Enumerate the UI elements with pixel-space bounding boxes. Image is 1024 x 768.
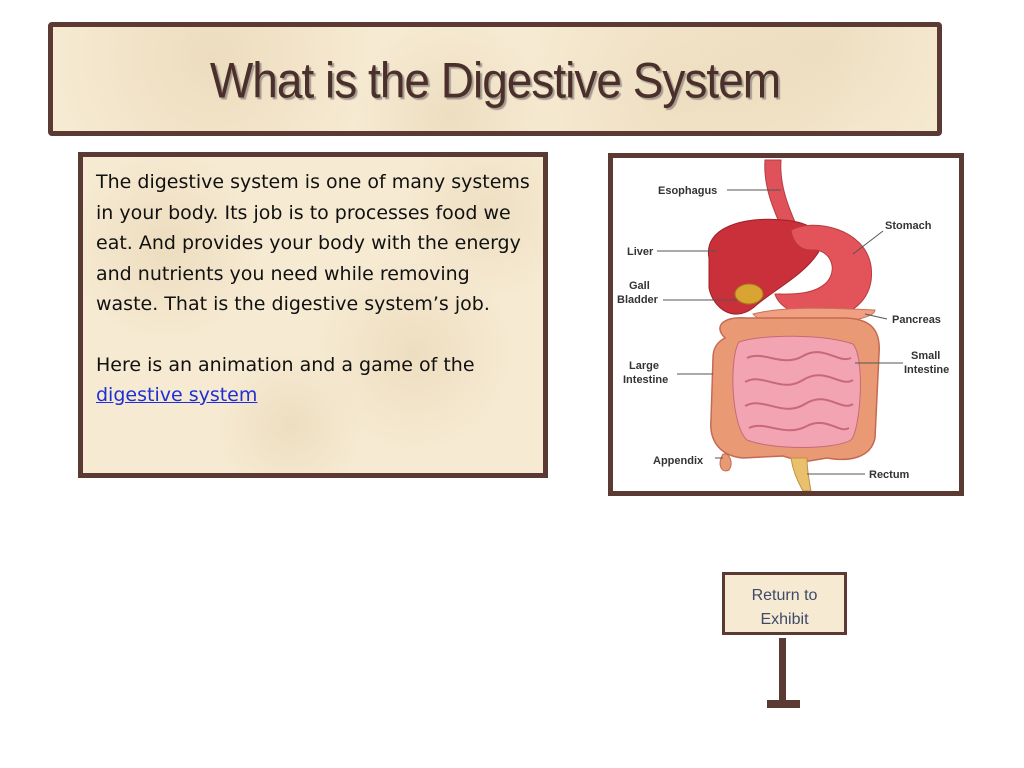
label-small-intestine: Intestine: [904, 364, 949, 376]
label-pancreas: Pancreas: [892, 314, 941, 326]
label-liver: Liver: [627, 246, 654, 258]
label-esophagus: Esophagus: [658, 185, 717, 197]
description-panel: The digestive system is one of many syst…: [78, 152, 548, 478]
stomach-shape: [774, 224, 872, 319]
label-appendix: Appendix: [653, 455, 704, 467]
appendix-shape: [719, 453, 732, 472]
page-title: What is the Digestive System: [209, 51, 781, 109]
small-intestine-shape: [732, 335, 861, 448]
label-stomach: Stomach: [885, 220, 932, 232]
digestive-system-diagram: Esophagus Stomach Liver Gall Bladder Pan…: [617, 159, 949, 491]
description-paragraph: The digestive system is one of many syst…: [96, 171, 530, 315]
link-paragraph-prefix: Here is an animation and a game of the: [96, 353, 475, 376]
label-rectum: Rectum: [869, 469, 910, 481]
description-text: The digestive system is one of many syst…: [96, 167, 536, 411]
label-small: Small: [911, 350, 940, 362]
title-banner: What is the Digestive System: [48, 22, 942, 136]
gall-bladder-shape: [734, 283, 764, 305]
return-to-exhibit-button[interactable]: Return to Exhibit: [722, 572, 847, 635]
digestive-diagram-frame: Esophagus Stomach Liver Gall Bladder Pan…: [608, 153, 964, 496]
label-large-intestine: Intestine: [623, 374, 668, 386]
sign-post: [779, 638, 786, 704]
sign-post-base: [767, 700, 800, 708]
return-label-line-1: Return to: [751, 587, 818, 604]
digestive-system-link[interactable]: digestive system: [96, 384, 258, 406]
rectum-shape: [790, 457, 812, 491]
label-gall: Gall: [629, 280, 650, 292]
label-bladder: Bladder: [617, 294, 659, 306]
return-label-line-2: Exhibit: [760, 611, 809, 628]
return-button-label: Return to Exhibit: [725, 584, 844, 632]
link-paragraph: Here is an animation and a game of the d…: [96, 350, 536, 411]
label-large: Large: [629, 360, 659, 372]
